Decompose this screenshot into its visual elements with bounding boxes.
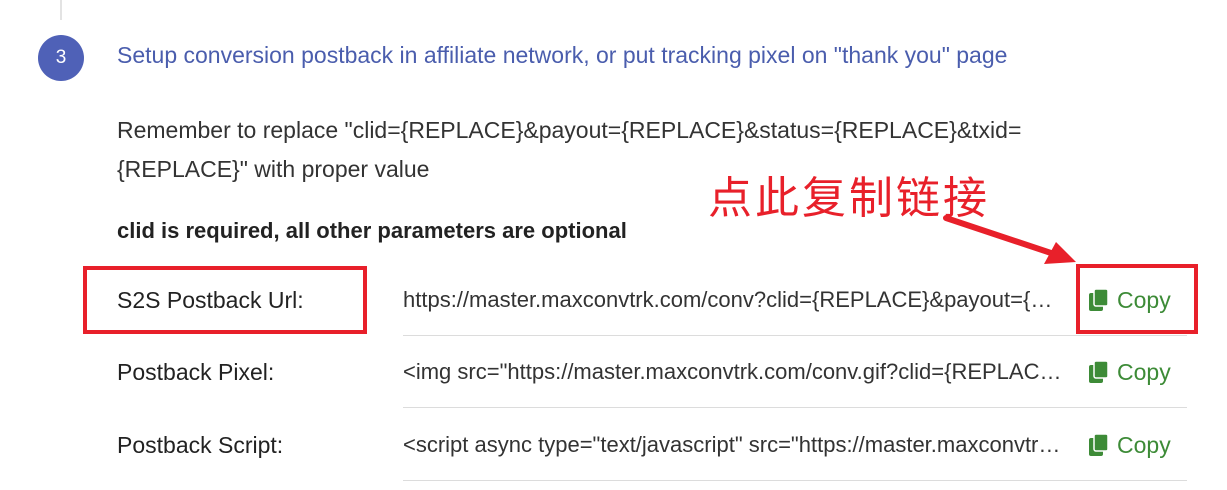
highlight-box-copy xyxy=(1076,264,1198,334)
step-number-badge: 3 xyxy=(38,35,84,81)
row-label: Postback Pixel: xyxy=(117,359,275,385)
copy-button-pixel[interactable]: Copy xyxy=(1089,340,1171,404)
postback-row-pixel: Postback Pixel: <img src="https://master… xyxy=(117,340,1187,408)
instruction-text: Remember to replace "clid={REPLACE}&payo… xyxy=(117,117,1022,182)
annotation-label: 点此复制链接 xyxy=(708,173,990,224)
row-label: Postback Script: xyxy=(117,432,284,458)
s2s-postback-url-value[interactable]: https://master.maxconvtrk.com/conv?clid=… xyxy=(403,287,1063,312)
highlight-box-label xyxy=(83,266,367,334)
copy-icon xyxy=(1089,361,1109,383)
row-label: S2S Postback Url: xyxy=(117,287,304,313)
copy-button-s2s[interactable]: Copy xyxy=(1089,268,1171,332)
copy-button-script[interactable]: Copy xyxy=(1089,413,1171,477)
copy-label: Copy xyxy=(1117,286,1171,313)
postback-script-value[interactable]: <script async type="text/javascript" src… xyxy=(403,432,1063,457)
copy-label: Copy xyxy=(1117,358,1171,385)
row-divider xyxy=(403,480,1187,481)
copy-icon xyxy=(1089,434,1109,456)
postback-pixel-value[interactable]: <img src="https://master.maxconvtrk.com/… xyxy=(403,359,1063,384)
postback-row-s2s: S2S Postback Url: https://master.maxconv… xyxy=(117,268,1187,336)
step-title: Setup conversion postback in affiliate n… xyxy=(117,42,1008,68)
copy-icon xyxy=(1089,289,1109,311)
annotation-arrow-icon xyxy=(943,215,1076,264)
postback-row-script: Postback Script: <script async type="tex… xyxy=(117,413,1187,481)
row-divider xyxy=(403,407,1187,408)
copy-label: Copy xyxy=(1117,431,1171,458)
row-divider xyxy=(403,335,1187,336)
required-note: clid is required, all other parameters a… xyxy=(117,218,627,243)
step-connector-line xyxy=(60,0,62,20)
